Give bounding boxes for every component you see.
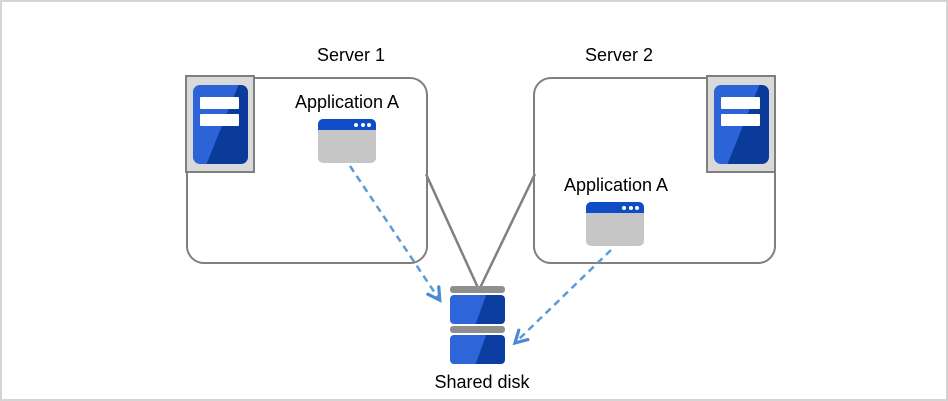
app-window-icon: [318, 119, 376, 163]
server-2-label: Server 2: [584, 45, 654, 65]
drive-slot: [200, 114, 239, 126]
disk-unit: [450, 295, 505, 324]
window-titlebar: [318, 119, 376, 130]
server-tower-icon: [706, 75, 776, 173]
tower-body: [193, 85, 248, 164]
shared-disk-label: Shared disk: [434, 372, 530, 392]
application-a-1-label: Application A: [294, 92, 400, 112]
disk-cap: [450, 286, 505, 293]
drive-slot: [721, 97, 760, 109]
window-buttons: [354, 122, 371, 127]
server1-to-disk-connector: [424, 173, 481, 291]
app-window-icon: [586, 202, 644, 246]
server2-to-disk-connector: [477, 173, 537, 291]
server-tower-icon: [185, 75, 255, 173]
drive-slot: [200, 97, 239, 109]
drive-slot: [721, 114, 760, 126]
window-titlebar: [586, 202, 644, 213]
server-1-label: Server 1: [316, 45, 386, 65]
shared-disk-icon: [450, 286, 505, 366]
disk-cap: [450, 326, 505, 333]
window-buttons: [622, 205, 639, 210]
disk-unit: [450, 335, 505, 364]
tower-body: [714, 85, 769, 164]
application-a-2-label: Application A: [563, 175, 669, 195]
